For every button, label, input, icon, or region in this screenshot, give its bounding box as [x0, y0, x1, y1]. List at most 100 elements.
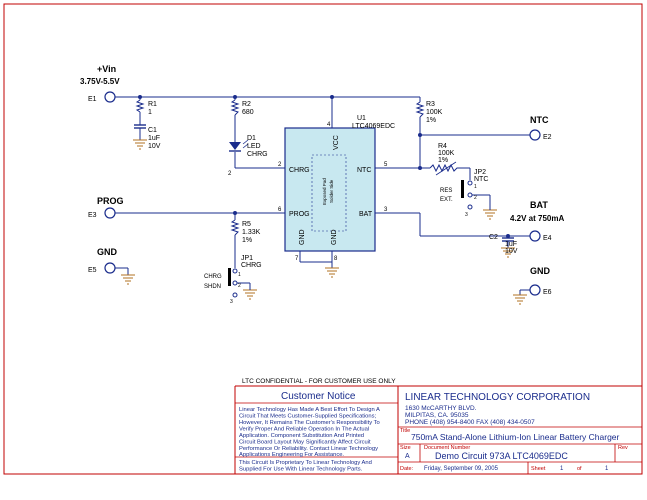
- jp2-pin-3: 3: [465, 212, 468, 218]
- jp2-pin-1: 1: [474, 184, 477, 190]
- size-value: A: [405, 453, 410, 460]
- u1-solder-side: Solder Side: [329, 179, 334, 203]
- ground-jp2: [483, 209, 497, 220]
- terminal-e3-label: E3: [88, 212, 97, 219]
- jp1-pin-2: 2: [238, 283, 241, 289]
- jp1-name: CHRG: [241, 262, 262, 269]
- title-block: [234, 385, 642, 474]
- u1-pin-num-3: 3: [384, 207, 388, 213]
- address-line: MILPITAS, CA. 95035: [405, 412, 469, 419]
- terminal-e4: [529, 230, 541, 242]
- sheet-total: 1: [605, 466, 609, 472]
- notice-line: Circuit Board Layout May Significantly A…: [239, 440, 371, 446]
- c1-value: 1uF: [148, 135, 160, 142]
- terminal-e3: [104, 207, 116, 219]
- resistor-r2: [230, 99, 240, 116]
- notice-body: Linear Technology Has Made A Best Effort…: [239, 407, 380, 473]
- c1-voltage: 10V: [148, 143, 161, 150]
- jp1-opt-shdn: SHDN: [204, 284, 221, 290]
- jp2-pin-2: 2: [474, 195, 477, 201]
- capacitors: [134, 124, 514, 244]
- r3-ref: R3: [426, 101, 435, 108]
- ground-u1: [325, 267, 339, 278]
- resistor-r3: [415, 101, 425, 118]
- notice-line: Performance Or Reliability. Contact Line…: [239, 446, 378, 452]
- ground-right: [513, 294, 527, 305]
- u1-pin-num-8: 8: [334, 256, 338, 262]
- terminal-e4-label: E4: [543, 235, 552, 242]
- proprietary-line: Supplied For Use With Linear Technology …: [239, 467, 363, 473]
- customer-notice-title: Customer Notice: [281, 391, 356, 402]
- r3-value: 100K: [426, 109, 443, 116]
- u1-pin-prog: PROG: [289, 211, 310, 218]
- jp1-opt-chrg: CHRG: [204, 274, 222, 280]
- u1-pin-vcc: VCC: [333, 135, 340, 150]
- chip-u1-body: [284, 127, 376, 252]
- resistor-r5: [230, 219, 240, 236]
- ground-symbols: [121, 139, 527, 305]
- terminal-e5-label: E5: [88, 267, 97, 274]
- d1-ref: D1: [247, 135, 256, 142]
- notice-line: However, It Remains The Customer's Respo…: [239, 420, 380, 426]
- terminal-e6-label: E6: [543, 289, 552, 296]
- c1-ref: C1: [148, 127, 157, 134]
- ground-left: [121, 274, 135, 285]
- r5-tol: 1%: [242, 237, 252, 244]
- company-name: LINEAR TECHNOLOGY CORPORATION: [405, 392, 590, 403]
- r1-ref: R1: [148, 101, 157, 108]
- proprietary-line: This Circuit Is Proprietary To Linear Te…: [239, 460, 372, 466]
- c2-ref: C2: [489, 234, 498, 241]
- notice-line: Application. Component Substitution And …: [239, 433, 364, 439]
- jp2-opt-ext: EXT.: [440, 197, 453, 203]
- jp2-name: NTC: [474, 176, 488, 183]
- wires: [115, 96, 530, 295]
- resistor-r1: [135, 99, 145, 113]
- u1-pin-num-4: 4: [327, 122, 331, 128]
- net-prog-label: PROG: [97, 196, 124, 206]
- net-bat-spec: 4.2V at 750mA: [510, 214, 564, 223]
- d1-pin-2: 2: [228, 171, 232, 177]
- rev-label: Rev: [618, 445, 628, 451]
- u1-exposed-pad: Exposed Pad: [322, 178, 327, 205]
- date-value: Friday, September 09, 2005: [424, 466, 499, 472]
- drawing-title: 750mA Stand-Alone Lithium-Ion Linear Bat…: [411, 432, 620, 442]
- terminal-e2: [529, 129, 541, 141]
- ground-c1: [133, 139, 147, 150]
- notice-line: Applications Engineering For Assistance.: [239, 452, 344, 458]
- d1-type: LED: [247, 143, 261, 150]
- net-ntc-label: NTC: [530, 115, 549, 125]
- u1-pin-num-7: 7: [295, 256, 299, 262]
- confidential-notice: LTC CONFIDENTIAL - FOR CUSTOMER USE ONLY: [242, 378, 396, 385]
- address-line: 1630 McCARTHY BLVD.: [405, 405, 477, 412]
- jp1-pin-1: 1: [238, 272, 241, 278]
- r5-ref: R5: [242, 221, 251, 228]
- terminals: [104, 91, 541, 296]
- page-border: [3, 3, 643, 475]
- terminal-e6: [529, 284, 541, 296]
- u1-pin-num-6: 6: [278, 207, 282, 213]
- terminal-e1-label: E1: [88, 96, 97, 103]
- resistors: [135, 99, 460, 236]
- u1-ref: U1: [357, 115, 366, 122]
- u1-pin-bat: BAT: [359, 211, 373, 218]
- jp1-pin-3: 3: [230, 299, 233, 305]
- sheet-label: Sheet: [531, 466, 546, 472]
- junctions: [138, 95, 510, 238]
- exposed-pad-outline: [311, 154, 347, 232]
- ground-jp1: [243, 289, 257, 300]
- u1-pin-num-5: 5: [384, 162, 388, 168]
- docnum-label: Document Number: [424, 445, 470, 451]
- u1-pin-gnd2: GND: [331, 229, 338, 245]
- of-label: of: [577, 466, 582, 472]
- address-line: PHONE (408) 954-8400 FAX (408) 434-0507: [405, 419, 535, 426]
- r4-ref: R4: [438, 143, 447, 150]
- r1-value: 1: [148, 109, 152, 116]
- u1-pin-num-2: 2: [278, 162, 282, 168]
- r3-tol: 1%: [426, 117, 436, 124]
- c2-value: 1uF: [505, 241, 517, 248]
- document-number: Demo Circuit 973A LTC4069EDC: [435, 451, 568, 461]
- r2-value: 680: [242, 109, 254, 116]
- jp1-ref: JP1: [241, 255, 253, 262]
- jumper-jp2: [461, 180, 491, 210]
